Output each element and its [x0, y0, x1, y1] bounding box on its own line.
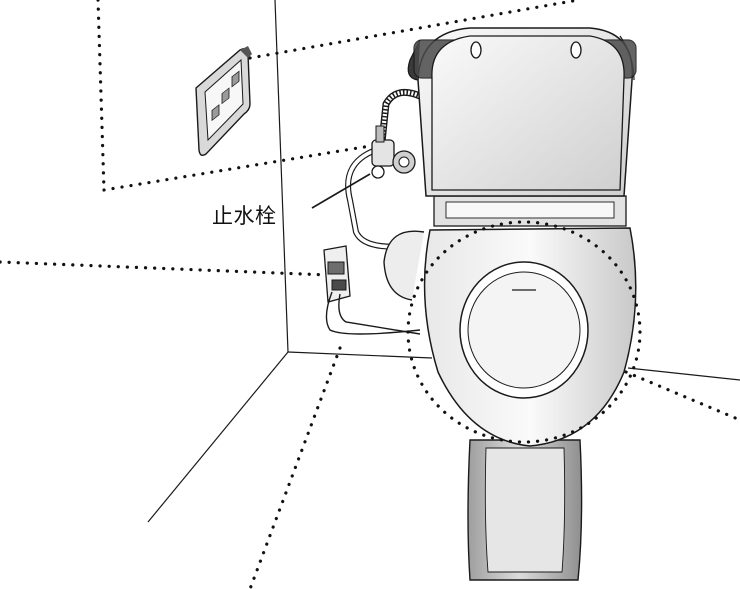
dotted-left-vertical	[96, 0, 106, 192]
shutoff-valve-label: 止水栓	[212, 204, 277, 228]
remote-button	[211, 104, 220, 122]
wall-corner-line	[274, 0, 289, 353]
water-supply-hose	[345, 88, 424, 250]
dotted-left-horizontal	[102, 144, 372, 192]
rear-drain-cover	[383, 230, 425, 301]
dotted-middle	[0, 260, 330, 277]
toilet-lid	[407, 27, 637, 197]
seat-opening	[467, 271, 581, 389]
lid-bumper	[570, 41, 582, 59]
remote-button	[231, 70, 240, 88]
dotted-floor-left	[248, 346, 342, 589]
toilet-bowl	[423, 195, 637, 447]
dotted-floor-right	[624, 370, 740, 422]
power-cord	[325, 291, 421, 335]
floor-back-line	[287, 351, 433, 359]
lid-bumper	[470, 41, 482, 59]
floor-right-line	[627, 367, 740, 381]
toilet-base	[467, 439, 583, 581]
dotted-bowl-outline	[406, 220, 642, 444]
remote-control	[195, 46, 252, 157]
remote-button	[221, 87, 230, 105]
room-lines	[147, 0, 740, 523]
floor-left-line	[147, 351, 289, 523]
valve-leader-line	[311, 173, 371, 209]
shutoff-valve	[371, 125, 416, 179]
dotted-top	[248, 0, 580, 60]
wall-outlet	[323, 245, 351, 303]
remote-corner	[240, 46, 252, 58]
